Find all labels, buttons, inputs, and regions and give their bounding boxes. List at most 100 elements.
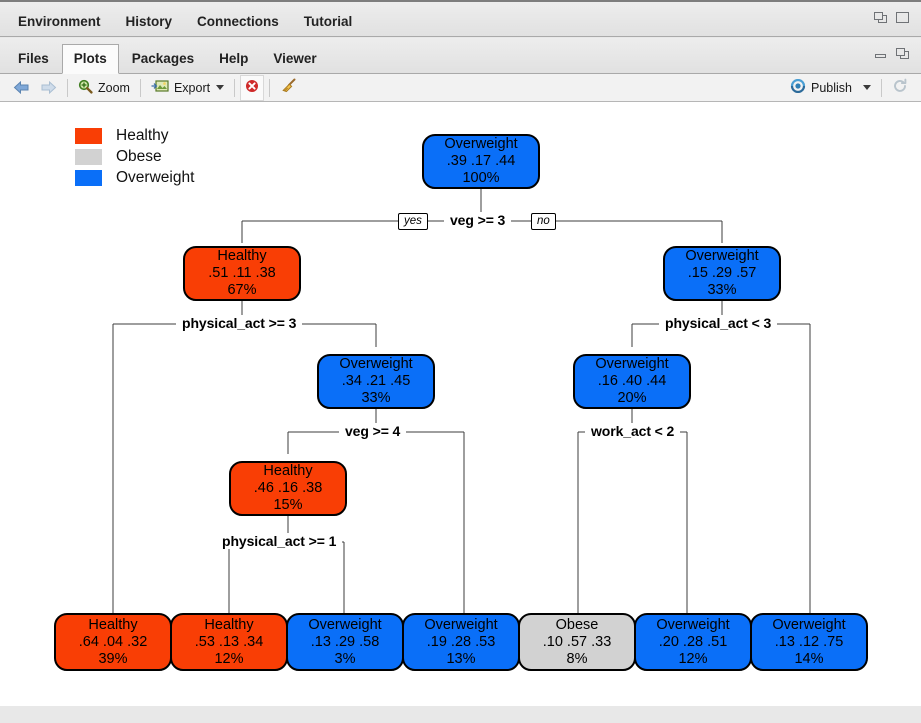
toolbar-separator bbox=[67, 78, 68, 97]
node-class-label: Overweight bbox=[339, 356, 413, 372]
node-class-label: Overweight bbox=[308, 616, 382, 633]
toolbar-separator bbox=[269, 78, 271, 97]
tree-leaf-7: Overweight .13 .12 .75 14% bbox=[750, 613, 868, 671]
node-probabilities: .20 .28 .51 bbox=[658, 633, 728, 650]
export-label: Export bbox=[173, 80, 211, 95]
bottom-tab-list: Files Plots Packages Help Viewer bbox=[0, 38, 921, 74]
node-class-label: Healthy bbox=[263, 463, 313, 479]
remove-plot-button[interactable] bbox=[240, 74, 265, 101]
tree-node-left-healthy: Healthy .51 .11 .38 67% bbox=[183, 246, 301, 301]
node-class-label: Healthy bbox=[88, 616, 138, 633]
tab-connections[interactable]: Connections bbox=[197, 14, 279, 29]
top-pane-tabstrip: Environment History Connections Tutorial bbox=[0, 0, 921, 37]
split-label-physical-act-ge-1: physical_act >= 1 bbox=[216, 533, 343, 549]
toolbar-separator bbox=[139, 78, 141, 97]
legend-swatch-obese bbox=[75, 148, 102, 165]
export-image-icon bbox=[151, 79, 169, 96]
refresh-plot-button[interactable] bbox=[887, 77, 913, 99]
tree-leaf-1: Healthy .64 .04 .32 39% bbox=[54, 613, 172, 671]
legend-item-overweight: Overweight bbox=[75, 167, 194, 188]
chevron-down-icon[interactable] bbox=[863, 85, 871, 90]
split-label-veg-ge-4: veg >= 4 bbox=[339, 423, 407, 439]
maximize-pane-icon[interactable] bbox=[896, 12, 911, 25]
node-percent: 8% bbox=[566, 650, 588, 667]
publish-button[interactable]: Publish bbox=[785, 77, 876, 99]
plots-pane-statusbar bbox=[0, 706, 921, 723]
tree-node-overweight-20: Overweight .16 .40 .44 20% bbox=[573, 354, 691, 409]
tree-leaf-4: Overweight .19 .28 .53 13% bbox=[402, 613, 520, 671]
node-percent: 12% bbox=[678, 650, 708, 667]
publish-icon bbox=[790, 78, 806, 96]
tab-files[interactable]: Files bbox=[18, 51, 49, 66]
node-class-label: Overweight bbox=[424, 616, 498, 633]
node-class-label: Healthy bbox=[204, 616, 254, 633]
split-label-work-act-lt-2: work_act < 2 bbox=[585, 423, 681, 439]
node-probabilities: .19 .28 .53 bbox=[426, 633, 496, 650]
tab-tutorial[interactable]: Tutorial bbox=[303, 14, 353, 29]
top-pane-window-controls bbox=[874, 12, 911, 25]
node-probabilities: .34 .21 .45 bbox=[341, 373, 411, 389]
node-percent: 20% bbox=[617, 390, 647, 406]
tree-leaf-2: Healthy .53 .13 .34 12% bbox=[170, 613, 288, 671]
node-percent: 13% bbox=[446, 650, 476, 667]
node-class-label: Overweight bbox=[772, 616, 846, 633]
chevron-down-icon[interactable] bbox=[216, 85, 225, 90]
zoom-button[interactable]: Zoom bbox=[73, 77, 135, 99]
node-probabilities: .53 .13 .34 bbox=[194, 633, 264, 650]
split-label-physical-act-ge-3: physical_act >= 3 bbox=[176, 315, 303, 331]
node-class-label: Overweight bbox=[685, 248, 759, 264]
export-button[interactable]: Export bbox=[146, 77, 229, 99]
restore-pane-icon[interactable] bbox=[874, 12, 889, 25]
refresh-icon bbox=[892, 78, 908, 97]
node-class-label: Overweight bbox=[656, 616, 730, 633]
split-label-physical-act-lt-3: physical_act < 3 bbox=[659, 315, 778, 331]
node-percent: 3% bbox=[334, 650, 356, 667]
tab-help[interactable]: Help bbox=[219, 51, 249, 66]
tab-viewer[interactable]: Viewer bbox=[273, 51, 317, 66]
tree-leaf-6: Overweight .20 .28 .51 12% bbox=[634, 613, 752, 671]
node-percent: 14% bbox=[794, 650, 824, 667]
tree-node-right-overweight: Overweight .15 .29 .57 33% bbox=[663, 246, 781, 301]
tab-packages[interactable]: Packages bbox=[131, 51, 195, 66]
node-probabilities: .13 .12 .75 bbox=[774, 633, 844, 650]
plots-toolbar: Zoom Export bbox=[0, 74, 921, 102]
tab-plots[interactable]: Plots bbox=[61, 44, 119, 74]
next-plot-button[interactable] bbox=[35, 77, 62, 99]
tab-history[interactable]: History bbox=[125, 14, 173, 29]
tree-leaf-3: Overweight .13 .29 .58 3% bbox=[286, 613, 404, 671]
node-probabilities: .13 .29 .58 bbox=[310, 633, 380, 650]
plots-pane-tabstrip: Files Plots Packages Help Viewer bbox=[0, 38, 921, 74]
restore-plots-pane-icon[interactable] bbox=[896, 48, 911, 61]
tab-environment[interactable]: Environment bbox=[18, 14, 101, 29]
node-percent: 39% bbox=[98, 650, 128, 667]
back-arrow-icon bbox=[13, 81, 30, 94]
node-percent: 12% bbox=[214, 650, 244, 667]
clear-all-plots-broom-icon bbox=[280, 78, 298, 97]
node-probabilities: .15 .29 .57 bbox=[687, 265, 757, 281]
remove-plot-icon bbox=[245, 79, 259, 96]
legend-item-healthy: Healthy bbox=[75, 125, 194, 146]
node-class-label: Overweight bbox=[595, 356, 669, 372]
publish-label: Publish bbox=[811, 80, 852, 95]
tree-node-healthy-15: Healthy .46 .16 .38 15% bbox=[229, 461, 347, 516]
legend-item-obese: Obese bbox=[75, 146, 194, 167]
clear-all-plots-button[interactable] bbox=[275, 77, 303, 99]
node-probabilities: .10 .57 .33 bbox=[542, 633, 612, 650]
minimize-pane-icon[interactable] bbox=[874, 48, 889, 61]
node-probabilities: .64 .04 .32 bbox=[78, 633, 148, 650]
split-label-veg-ge-3: veg >= 3 bbox=[444, 212, 512, 228]
forward-arrow-icon bbox=[40, 81, 57, 94]
node-percent: 33% bbox=[361, 390, 391, 406]
legend-swatch-healthy bbox=[75, 127, 102, 144]
legend-swatch-overweight bbox=[75, 169, 102, 186]
previous-plot-button[interactable] bbox=[8, 77, 35, 99]
branch-flag-no: no bbox=[531, 213, 556, 230]
node-percent: 67% bbox=[227, 282, 257, 298]
class-color-legend: Healthy Obese Overweight bbox=[75, 125, 194, 188]
top-tab-list: Environment History Connections Tutorial bbox=[0, 2, 921, 36]
node-class-label: Overweight bbox=[444, 136, 518, 152]
magnifier-icon bbox=[78, 79, 93, 97]
node-probabilities: .51 .11 .38 bbox=[208, 265, 276, 281]
branch-flag-yes: yes bbox=[398, 213, 428, 230]
